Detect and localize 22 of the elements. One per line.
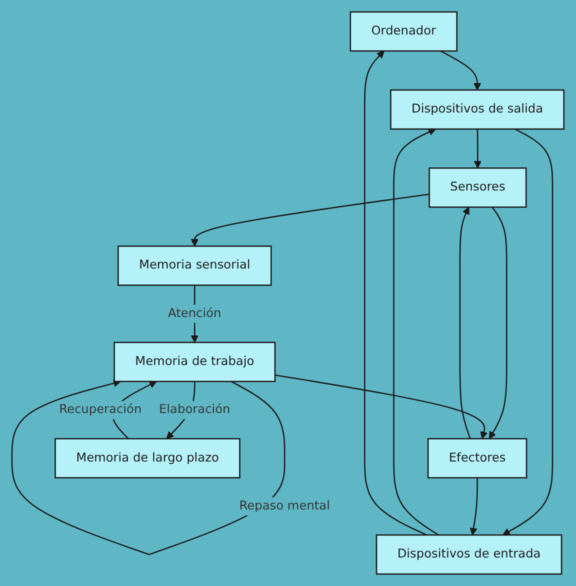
node-box: Dispositivos de entrada — [376, 534, 562, 575]
arrow — [274, 374, 488, 440]
arrow — [364, 50, 428, 536]
arrow — [474, 129, 482, 168]
arrow — [459, 206, 471, 439]
node-box: Efectores — [428, 438, 528, 478]
edge-label: Atención — [168, 306, 222, 320]
node-box: Memoria de largo plazo — [54, 438, 240, 478]
arrow — [393, 128, 439, 536]
arrow — [470, 478, 478, 536]
node-box: Memoria sensorial — [118, 246, 272, 286]
edge-label: Elaboración — [159, 402, 230, 417]
node-box: Dispositivos de salida — [390, 89, 565, 130]
node-box: Ordenador — [350, 11, 458, 52]
arrow — [440, 50, 482, 90]
arrow — [502, 128, 554, 536]
edge-label: Recuperación — [59, 402, 142, 417]
node-box: Memoria de trabajo — [114, 342, 276, 382]
arrow — [190, 194, 430, 246]
node-box: Sensores — [428, 167, 527, 208]
edge-label: Repaso mental — [239, 499, 330, 513]
arrow — [488, 206, 508, 440]
